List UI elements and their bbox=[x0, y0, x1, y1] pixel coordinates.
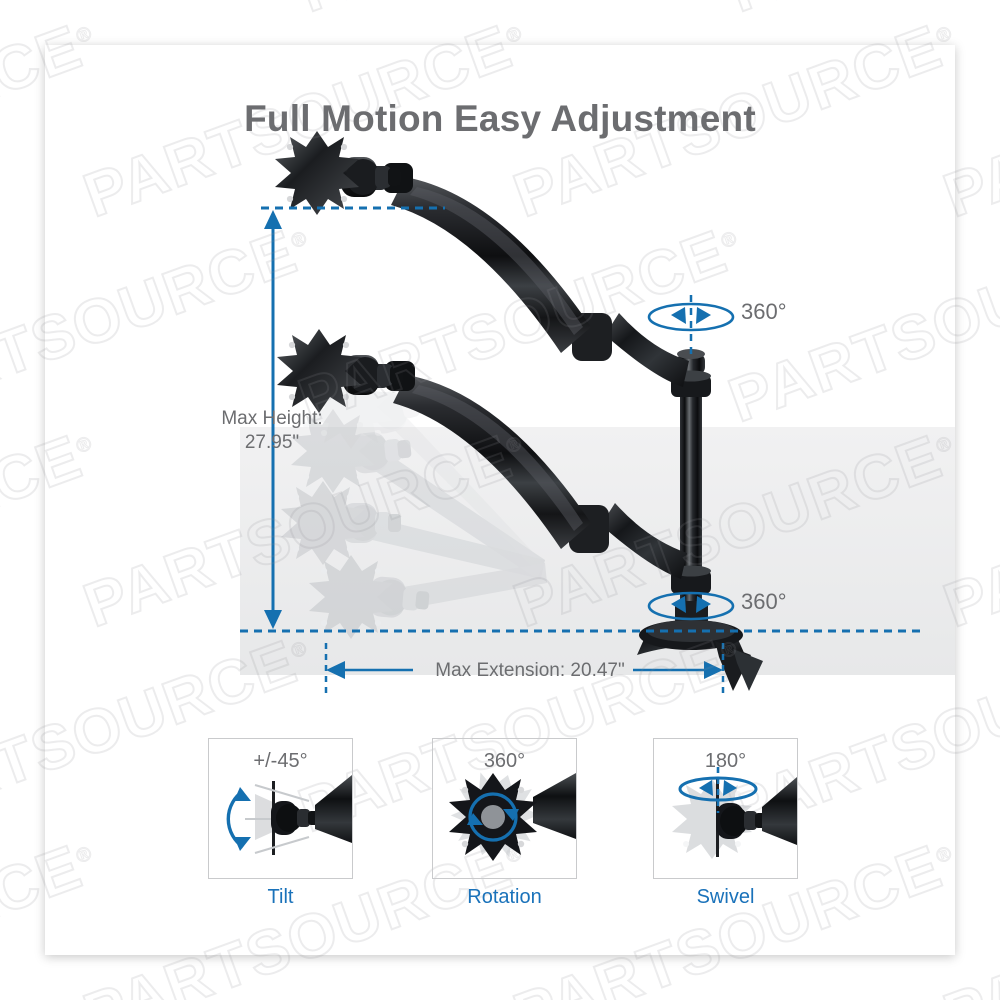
feature-panel-row: +/-45° Tilt bbox=[0, 738, 1000, 913]
swivel-illustration bbox=[672, 767, 797, 859]
feature-panel-rotation: 360° Rotation bbox=[432, 738, 577, 908]
max-height-arrow-down bbox=[264, 610, 282, 629]
tilt-degrees: +/-45° bbox=[253, 750, 308, 772]
swivel-caption: Swivel bbox=[696, 886, 755, 908]
rotation-panel-frame bbox=[432, 738, 577, 879]
monitor-arm-diagram bbox=[45, 45, 955, 955]
tilt-caption: Tilt bbox=[267, 886, 294, 908]
lower-rotation-arrow-right bbox=[696, 596, 711, 613]
tilt-illustration bbox=[226, 775, 352, 855]
dimension-annotations bbox=[240, 206, 925, 695]
upper-rotation-ellipse bbox=[647, 302, 735, 332]
max-height-arrow-up bbox=[264, 210, 282, 229]
rotation-caption: Rotation bbox=[467, 886, 542, 908]
max-height-label-line2: 27.95" bbox=[244, 432, 300, 453]
max-extension-arrow-right bbox=[704, 661, 723, 679]
max-extension-arrow-left bbox=[326, 661, 345, 679]
max-height-label-line1: Max Height: bbox=[221, 408, 323, 429]
motion-range-ghosts bbox=[281, 365, 547, 639]
rotation-degrees: 360° bbox=[483, 750, 526, 772]
watermark-text: PARTSOURCE® bbox=[0, 0, 322, 27]
lower-rotation-ellipse bbox=[647, 591, 735, 621]
lower-rotation-degrees: 360° bbox=[741, 589, 787, 614]
upper-arm-assembly bbox=[275, 131, 689, 387]
max-extension-label: Max Extension: 20.47" bbox=[435, 660, 625, 681]
feature-panel-swivel: 180° Swivel bbox=[653, 738, 798, 908]
upper-rotation-degrees: 360° bbox=[741, 299, 787, 324]
upper-rotation-arrow-left bbox=[671, 307, 686, 324]
upper-rotation-callout bbox=[647, 295, 735, 355]
lower-arm-assembly bbox=[277, 329, 687, 579]
upper-rotation-arrow-right bbox=[696, 307, 711, 324]
lower-rotation-callout bbox=[647, 591, 735, 621]
lower-rotation-arrow-left bbox=[671, 596, 686, 613]
rotation-illustration bbox=[449, 772, 576, 861]
watermark-text: PARTSOURCE® bbox=[719, 0, 1000, 27]
page-title: Full Motion Easy Adjustment bbox=[244, 98, 756, 139]
desk-clamp-base bbox=[637, 620, 763, 691]
watermark-text: PARTSOURCE® bbox=[289, 0, 752, 27]
swivel-degrees: 180° bbox=[704, 750, 747, 772]
tilt-panel-frame bbox=[208, 738, 353, 879]
max-height-label: Max Height: 27.95" bbox=[206, 407, 338, 455]
feature-panel-tilt: +/-45° Tilt bbox=[208, 738, 353, 908]
swivel-panel-frame bbox=[653, 738, 798, 879]
